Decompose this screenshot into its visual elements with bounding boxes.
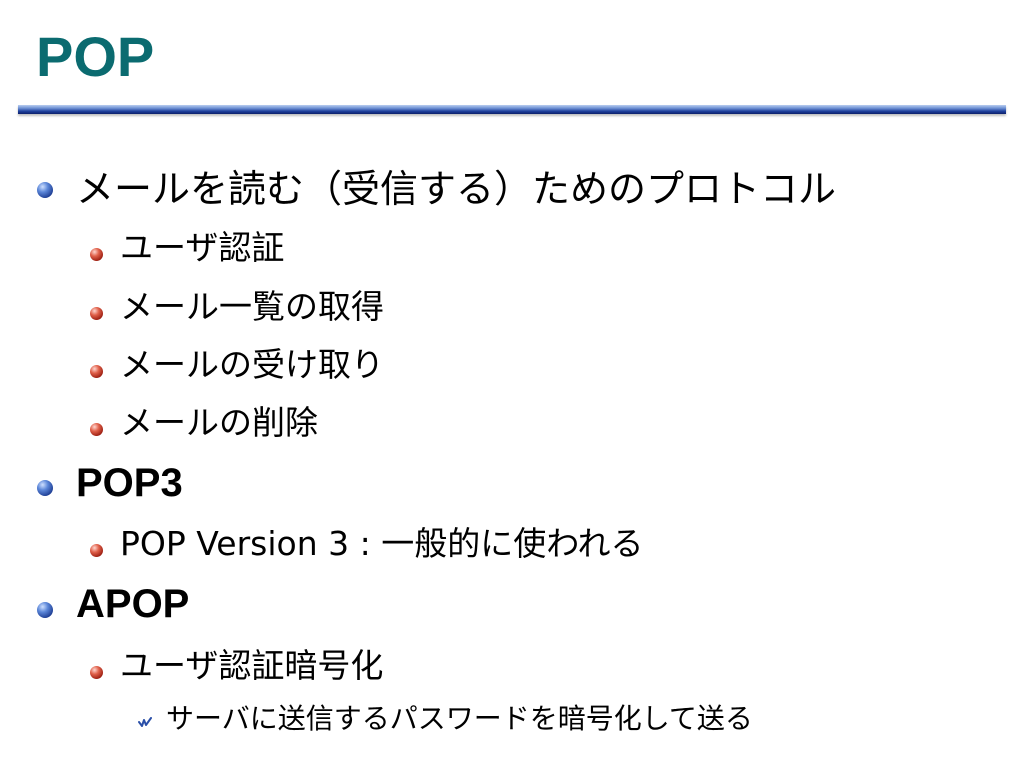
red-bullet-icon <box>90 423 103 436</box>
bullet-item-level1: APOP <box>76 582 190 626</box>
bullet-item-level1: メールを読む（受信する）ためのプロトコル <box>76 167 837 211</box>
bullet-item-level2: ユーザ認証暗号化 <box>120 646 384 685</box>
red-bullet-icon <box>90 248 103 261</box>
bullet-item-level2: メール一覧の取得 <box>120 287 384 326</box>
bullet-item-level2: メールの削除 <box>120 403 318 442</box>
red-bullet-icon <box>90 544 103 557</box>
red-bullet-icon <box>90 365 103 378</box>
bullet-item-level2: ユーザ認証 <box>120 228 285 267</box>
bullet-item-level2: メールの受け取り <box>120 345 384 384</box>
bullet-item-level1: POP3 <box>76 461 183 505</box>
blue-bullet-icon <box>37 602 53 618</box>
title-underline <box>18 105 1006 114</box>
red-bullet-icon <box>90 307 103 320</box>
blue-bullet-icon <box>37 480 53 496</box>
slide-title: POP <box>36 25 155 88</box>
red-bullet-icon <box>90 666 103 679</box>
bullet-item-level3: サーバに送信するパスワードを暗号化して送る <box>166 702 753 735</box>
bullet-item-level2: POP Version 3 : 一般的に使われる <box>120 524 644 563</box>
blue-bullet-icon <box>37 182 53 198</box>
check-bullet-icon <box>138 717 152 727</box>
